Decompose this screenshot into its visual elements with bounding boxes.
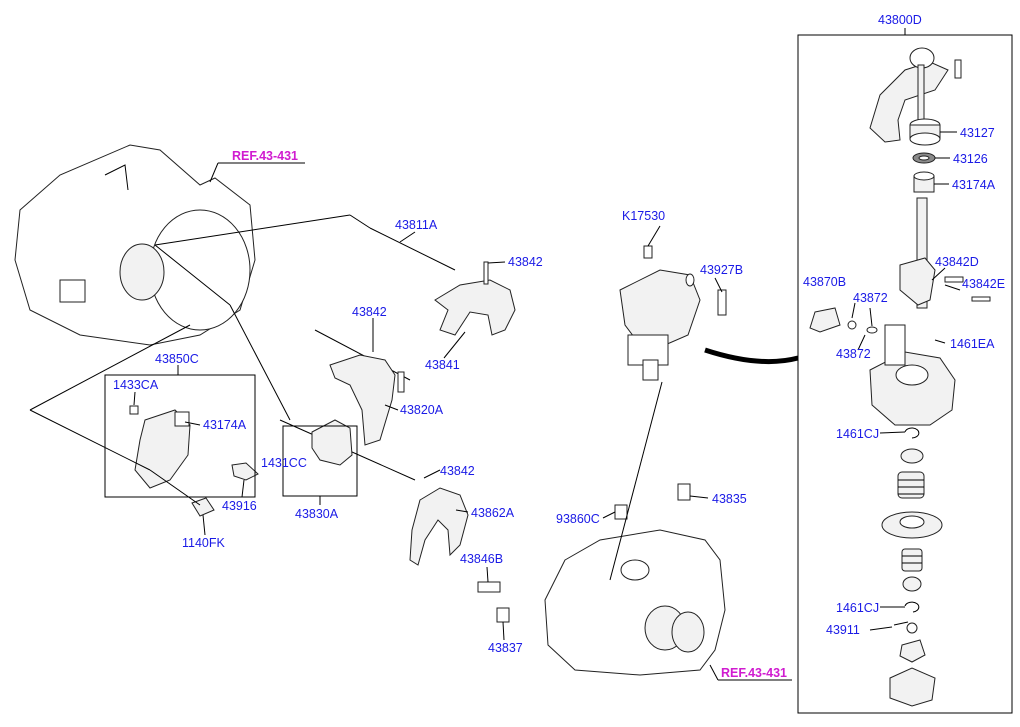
shift-lug-43830a [311, 419, 353, 466]
part-label-43842-top: 43842 [508, 255, 543, 269]
part-label-43174a-left: 43174A [203, 418, 247, 432]
o-ring-part [847, 320, 857, 330]
transmission-case-lower-part [477, 483, 726, 676]
o-ring-part-2 [866, 326, 878, 334]
torsion-spring-part [893, 621, 918, 634]
bushing-small-part [913, 171, 935, 193]
part-label-43820a: 43820A [400, 403, 444, 417]
part-label-43916: 43916 [222, 499, 257, 513]
part-label-43842-mid: 43842 [352, 305, 387, 319]
part-label-43927b: 43927B [700, 263, 743, 277]
part-label-1461cj-upper: 1461CJ [836, 427, 879, 441]
part-label-43850c: 43850C [155, 352, 199, 366]
part-label-43872-lower: 43872 [836, 347, 871, 361]
part-label-43842-low: 43842 [440, 464, 475, 478]
boot-part [881, 511, 943, 539]
reference-link-bottom[interactable]: REF.43-431 [721, 666, 787, 680]
part-label-43911: 43911 [826, 623, 860, 637]
part-label-43870b: 43870B [803, 275, 846, 289]
reference-link-top[interactable]: REF.43-431 [232, 149, 298, 163]
part-label-93860c: 93860C [556, 512, 600, 526]
part-label-43842e: 43842E [962, 277, 1005, 291]
lever-pin-part [809, 307, 841, 333]
bushing-part [909, 118, 941, 146]
control-finger-part [889, 639, 936, 707]
part-label-43872-upper: 43872 [853, 291, 888, 305]
part-label-1461ea: 1461EA [950, 337, 995, 351]
leader-lines [29, 131, 961, 681]
part-label-43174a-right: 43174A [952, 178, 996, 192]
part-label-43841: 43841 [425, 358, 460, 372]
part-label-43842d: 43842D [935, 255, 979, 269]
part-label-43126: 43126 [953, 152, 988, 166]
assembly-pointer [704, 347, 799, 365]
part-label-1431cc: 1431CC [261, 456, 307, 470]
washer-part [912, 152, 936, 164]
control-housing-part [619, 245, 727, 381]
part-label-1461cj-lower: 1461CJ [836, 601, 879, 615]
part-label-43862a: 43862A [471, 506, 515, 520]
cover-housing-part [869, 324, 956, 426]
part-label-43811a: 43811A [395, 218, 438, 232]
part-label-43835: 43835 [712, 492, 747, 506]
shift-fork-43841 [434, 261, 516, 336]
part-label-k17530: K17530 [622, 209, 665, 223]
select-shaft-part [899, 197, 991, 309]
part-label-43830a: 43830A [295, 507, 339, 521]
snap-ring-part [904, 601, 920, 613]
spring-part [897, 471, 925, 499]
shift-fork-43820a [329, 354, 405, 446]
spring-seat-part [900, 448, 924, 464]
part-label-43800d: 43800D [878, 13, 922, 27]
part-label-43846b: 43846B [460, 552, 503, 566]
shift-fork-43862a [409, 487, 469, 566]
interlock-bracket-part [129, 405, 259, 517]
part-label-43837: 43837 [488, 641, 523, 655]
shift-rail-1 [369, 227, 456, 271]
cap-part [902, 576, 922, 592]
part-label-1433ca: 1433CA [113, 378, 159, 392]
transmission-case-part [14, 144, 256, 346]
retaining-clip-part [904, 427, 920, 439]
inner-spring-part [901, 548, 923, 572]
part-label-1140fk: 1140FK [182, 536, 226, 550]
part-label-43127: 43127 [960, 126, 995, 140]
